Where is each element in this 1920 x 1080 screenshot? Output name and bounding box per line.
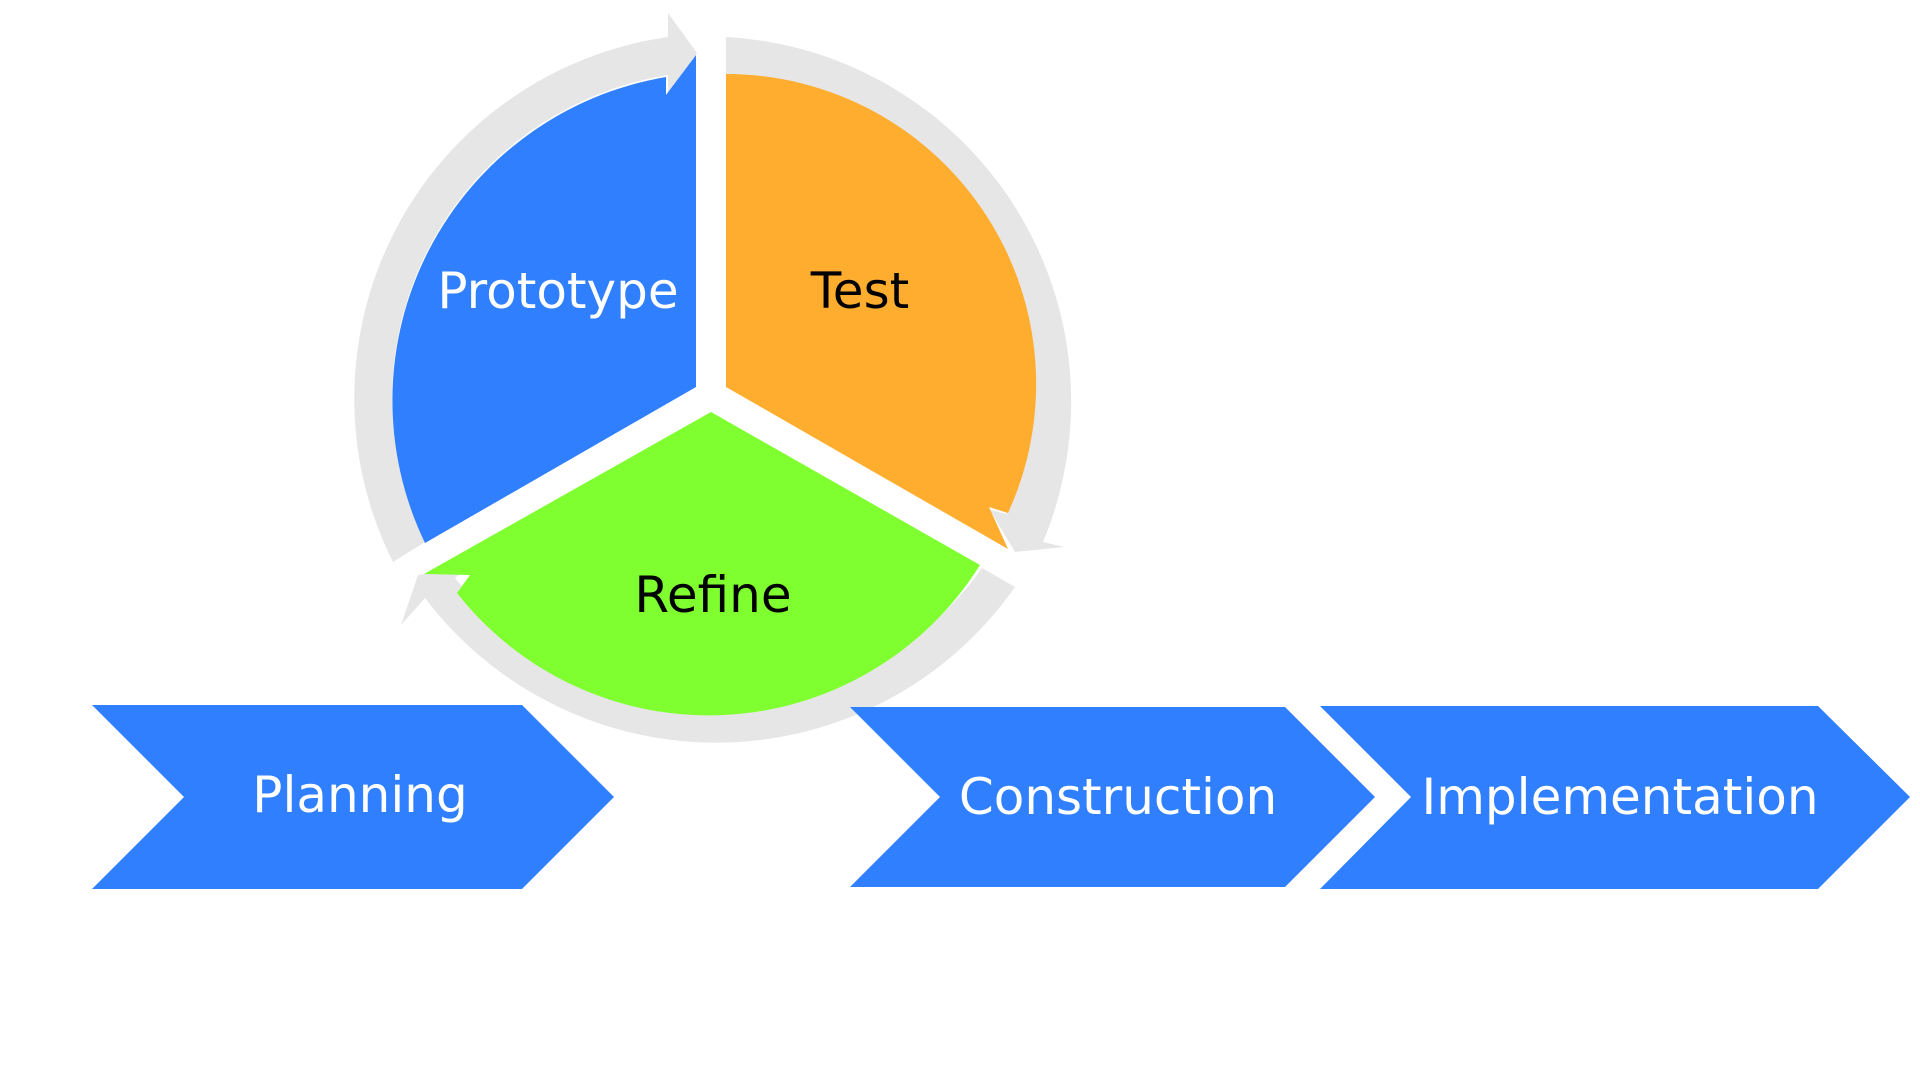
phase-label-implementation: Implementation xyxy=(1421,768,1818,826)
segment-label-refine: Refine xyxy=(634,566,791,624)
segment-label-prototype: Prototype xyxy=(437,262,678,320)
cycle-arrow-bottom xyxy=(401,565,1015,743)
chevron-implementation xyxy=(1320,706,1910,889)
cycle-arrow-top xyxy=(354,13,697,562)
chevron-planning xyxy=(92,705,614,889)
phase-label-construction: Construction xyxy=(959,768,1277,826)
segment-test xyxy=(726,73,1037,550)
cycle-segments xyxy=(392,55,1037,716)
segment-refine xyxy=(424,412,980,716)
chevron-construction xyxy=(850,707,1375,887)
segment-prototype xyxy=(392,55,696,543)
segment-label-test: Test xyxy=(810,262,909,320)
phase-chevrons xyxy=(92,705,1910,889)
phase-label-planning: Planning xyxy=(252,766,467,824)
